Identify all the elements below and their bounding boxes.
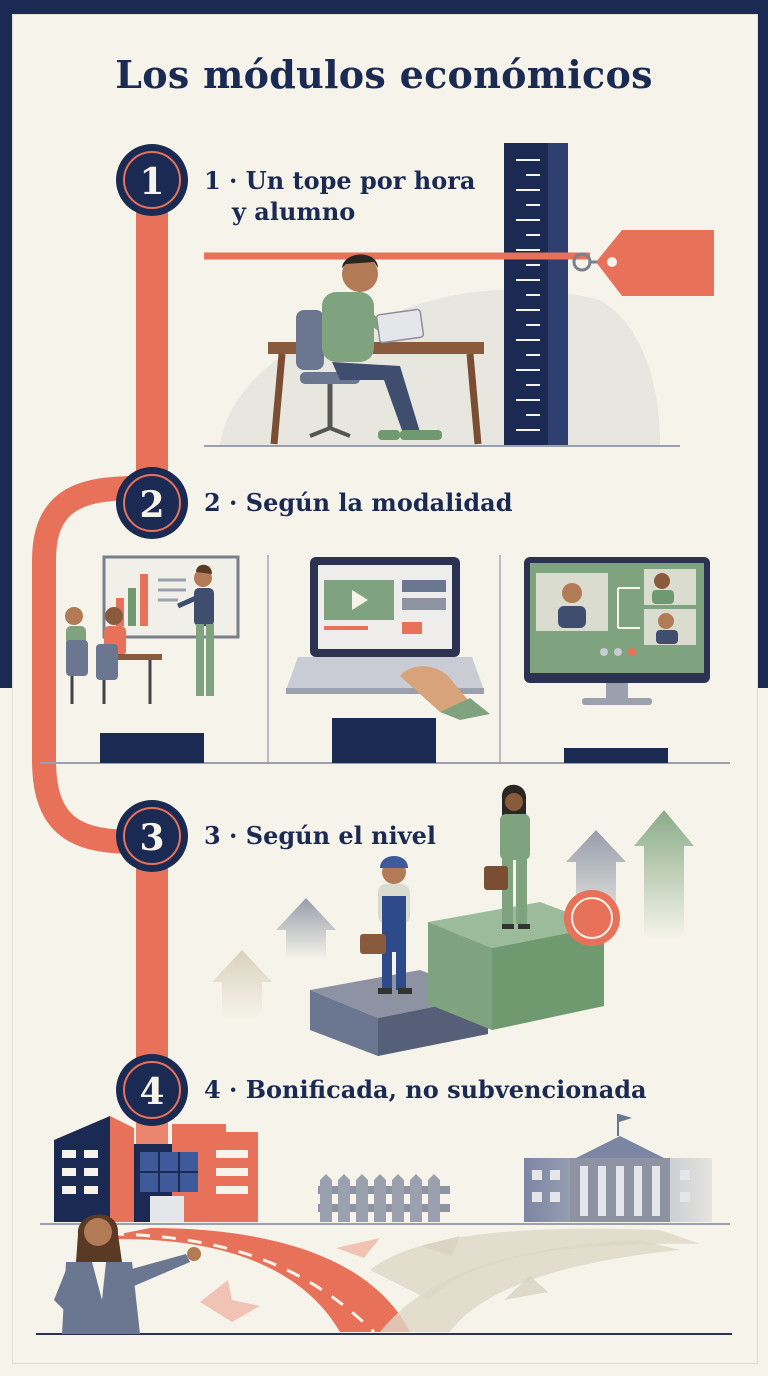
road-fork-icon [90,1228,700,1334]
modality-bar-3 [564,748,668,763]
step-badge-3: 3 [116,800,188,872]
government-building-icon [524,1114,712,1222]
step1-label-line2: y alumno [232,197,356,226]
step3-label: 3 · Según el nivel [204,821,437,850]
fence-icon [318,1174,450,1222]
worker-icon [360,856,412,994]
step3-scene [212,784,694,1056]
step2-scene [40,555,730,764]
ruler-icon [504,143,568,445]
step1-label-line1: 1 · Un tope por hora [204,166,476,195]
classroom-icon [65,555,240,704]
seal-icon [564,890,620,946]
price-tag-icon [572,230,714,296]
step4-label: 4 · Bonificada, no subvencionada [204,1075,647,1104]
video-call-monitor-icon [524,557,710,705]
step-number-1: 1 [139,161,164,203]
page-title: Los módulos económicos [115,52,653,97]
step-number-2: 2 [139,484,164,526]
step-badge-1: 1 [116,144,188,216]
step1-scene [204,143,714,447]
step1-label: 1 · Un tope por hora y alumno [204,165,475,227]
step4-scene [36,1114,732,1335]
step-number-4: 4 [139,1071,164,1113]
businesswoman-icon [484,784,530,929]
step-badge-2: 2 [116,467,188,539]
step-number-3: 3 [139,817,164,859]
modality-bar-2 [332,718,436,763]
timeline-ribbon [32,200,168,1210]
step2-label: 2 · Según la modalidad [204,488,513,517]
office-building-icon [54,1116,258,1222]
person-at-desk-icon [268,254,484,445]
presenter-icon [54,1214,201,1334]
laptop-video-icon [286,557,490,720]
modality-bar-1 [100,733,204,763]
step-badge-4: 4 [116,1054,188,1126]
